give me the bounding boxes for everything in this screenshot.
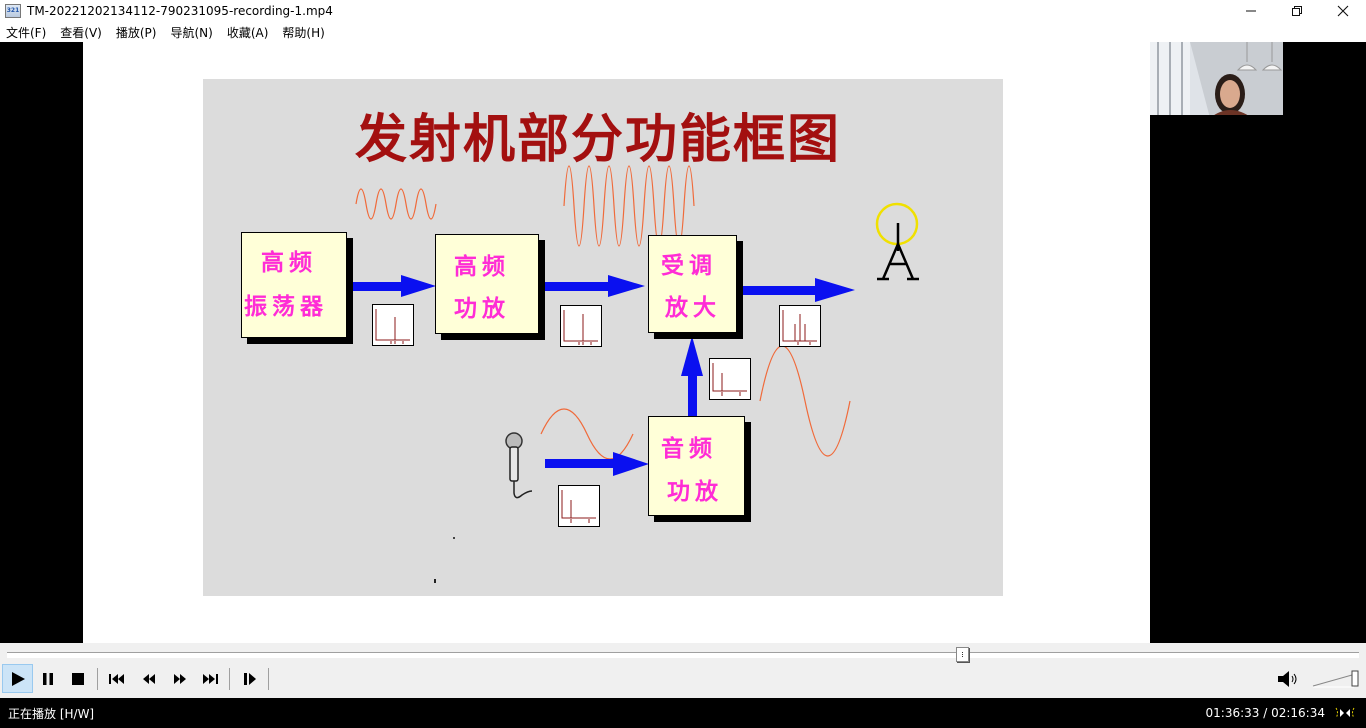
microphone-icon [505,432,533,499]
spectrum-thumb-osc [372,304,414,346]
speaker-icon [1278,671,1297,687]
status-bar: 正在播放 [H/W] 01:36:33 / 02:16:34 [0,698,1366,728]
slide-title: 发射机部分功能框图 [354,109,841,170]
fast-forward-icon [174,673,186,684]
frame-step-icon [244,672,256,685]
minimize-icon [1246,10,1256,12]
spectrum-thumb-audio-out [709,358,751,400]
skip-back-icon [109,673,124,684]
close-icon [1337,5,1349,17]
fast-forward-button[interactable] [167,664,193,693]
volume-ramp [1312,670,1359,688]
hf-wave-small [355,188,437,220]
diagram-graphics [353,165,919,583]
arrow-hfamp-to-modamp [541,275,645,297]
stop-button[interactable] [66,664,90,693]
playback-state: 正在播放 [H/W] [8,706,95,721]
block-audio-power-amp-line1: 音频 [661,435,717,462]
audio-channel-icon[interactable] [1334,706,1356,723]
next-button[interactable] [197,664,223,693]
audio-wave-input [540,408,634,460]
restore-icon [1292,6,1302,16]
window-controls [1228,0,1366,22]
play-icon [11,671,25,686]
volume-button[interactable] [1277,669,1301,693]
separator [97,668,98,690]
media-player-icon[interactable]: 321 [5,4,21,18]
title-bar: 321 TM-20221202134112-790231095-recordin… [0,0,1366,22]
hf-wave-large [563,165,695,247]
arrow-mic-to-audio [545,452,649,476]
volume-slider[interactable] [1312,669,1360,689]
seek-thumb[interactable] [956,647,969,662]
skip-forward-icon [203,673,218,684]
block-hf-power-amp-line2: 功放 [454,295,510,322]
restore-button[interactable] [1274,0,1320,22]
previous-button[interactable] [104,664,130,693]
playback-controls [0,643,1366,698]
spectrum-thumb-modamp [779,305,821,347]
audio-wave-output [759,345,851,457]
window-title: TM-20221202134112-790231095-recording-1.… [27,4,333,18]
spectrum-chart-icon [782,310,817,345]
block-hf-oscillator-line1: 高频 [261,249,317,276]
transmitter-block-diagram-slide: 发射机部分功能框图 [203,79,1003,596]
separator [268,668,269,690]
block-audio-power-amp: 音频 功放 [648,416,745,516]
separator [229,668,230,690]
arrow-audio-to-modamp [681,336,703,448]
rewind-button[interactable] [136,664,162,693]
audio-channel-icon-glyph [1335,707,1355,719]
spectrum-thumb-hfamp [560,305,602,347]
minimize-button[interactable] [1228,0,1274,22]
spectrum-chart-icon [561,490,596,523]
video-viewport[interactable]: 发射机部分功能框图 [0,42,1366,643]
block-modulated-amp-line1: 受调 [661,252,717,279]
block-modulated-amp-line2: 放大 [665,294,721,321]
menu-navigate[interactable]: 导航(N) [170,25,213,40]
seek-bar[interactable] [7,652,1359,658]
antenna-icon [875,202,919,281]
spectrum-chart-icon [375,309,410,344]
webcam-overlay [1150,42,1283,118]
spectrum-chart-icon [712,363,747,396]
time-display: 01:36:33 / 02:16:34 [1205,706,1325,720]
block-modulated-amp: 受调 放大 [648,235,737,333]
pause-icon [43,672,53,685]
block-hf-power-amp-line1: 高频 [454,253,510,280]
menu-view[interactable]: 查看(V) [60,25,102,40]
pause-button[interactable] [36,664,60,693]
spectrum-chart-icon [563,310,598,345]
frame-step-button[interactable] [237,664,263,693]
block-hf-oscillator: 高频 振荡器 [241,232,347,338]
menu-favorites[interactable]: 收藏(A) [226,25,269,40]
spectrum-thumb-audio-in [558,485,600,527]
arrow-modamp-to-antenna [743,278,855,302]
stop-icon [72,672,84,685]
menu-bar: 文件(F) 查看(V) 播放(P) 导航(N) 收藏(A) 帮助(H) [0,22,1366,42]
menu-play[interactable]: 播放(P) [115,25,157,40]
block-audio-power-amp-line2: 功放 [667,478,723,505]
block-hf-power-amp: 高频 功放 [435,234,539,334]
block-hf-oscillator-line2: 振荡器 [244,293,328,320]
menu-file[interactable]: 文件(F) [6,25,47,40]
close-button[interactable] [1320,0,1366,22]
menu-help[interactable]: 帮助(H) [282,25,325,40]
rewind-icon [143,673,155,684]
arrow-osc-to-hfamp [353,275,436,297]
presenter-video [1150,42,1283,118]
play-button[interactable] [2,664,33,693]
